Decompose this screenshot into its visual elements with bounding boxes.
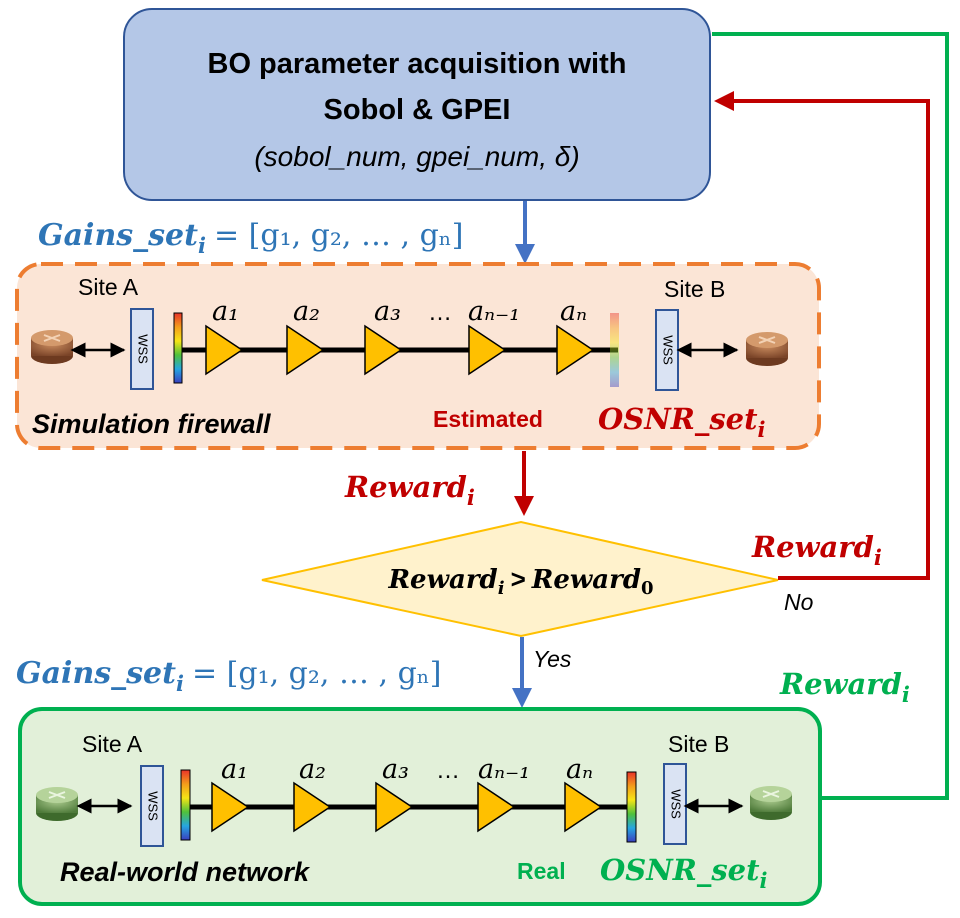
sim-amp-label-2: a₂ (293, 296, 320, 327)
bo-params: (sobol_num, gpei_num, δ) (254, 141, 579, 172)
sim-amp-ellipsis: … (428, 299, 452, 326)
real-panel-name: Real-world network (60, 857, 311, 887)
sim-amp-2 (286, 324, 325, 376)
real-amp-label-1: a₁ (221, 754, 248, 785)
sim-spectrum-b-estimated (610, 313, 619, 387)
sim-amp-label-1: a₁ (212, 296, 239, 327)
sim-site-a: Site A (78, 274, 139, 300)
real-site-b: Site B (668, 731, 729, 757)
sim-amp-4 (468, 324, 507, 376)
real-amp-1 (211, 781, 250, 833)
real-wss-a (140, 765, 164, 847)
branch-yes: Yes (533, 646, 572, 672)
bo-title-line2: Sobol & GPEI (324, 94, 511, 126)
reward-right-red: Rewardi (751, 530, 882, 570)
sim-amp-label-n: aₙ (560, 296, 587, 327)
sim-amp-1 (205, 324, 244, 376)
sim-router-b-icon (746, 332, 788, 366)
sim-osnr-set: OSNR_seti (598, 402, 766, 442)
real-osnr-set: OSNR_seti (600, 853, 768, 893)
reward-right-green: Rewardi (779, 667, 910, 707)
real-amp-label-n: aₙ (566, 754, 593, 785)
reward-mid: Rewardi (344, 470, 475, 510)
real-amp-label-n1: aₙ₋₁ (478, 754, 530, 785)
real-amp-label-2: a₂ (299, 754, 326, 785)
decision-condition: Rewardi>Reward0 (387, 564, 653, 599)
sim-amp-label-n1: aₙ₋₁ (468, 296, 520, 327)
real-router-a-icon (36, 787, 78, 821)
sim-osnr-prefix: Estimated (433, 406, 543, 432)
sim-panel (15, 262, 821, 450)
gains-set-bottom: Gains_seti= [g₁, g₂, … , gₙ] (16, 656, 441, 696)
sim-amplifiers (205, 324, 595, 376)
real-amplifiers (211, 781, 603, 833)
sim-amp-5 (556, 324, 595, 376)
sim-wss-a (130, 308, 154, 390)
real-feedback-line (712, 32, 949, 800)
real-amp-ellipsis: … (436, 757, 460, 784)
real-amp-4 (477, 781, 516, 833)
real-spectrum-a (180, 769, 191, 841)
real-router-b-icon (750, 786, 792, 820)
real-wss-a-label: WSS (146, 791, 161, 821)
branch-no: No (784, 589, 814, 615)
real-wss-b-label: WSS (669, 789, 684, 819)
sim-amp-label-3: a₃ (374, 296, 401, 327)
sim-panel-name: Simulation firewall (32, 409, 271, 439)
sim-spectrum-a (173, 312, 183, 384)
real-amp-5 (564, 781, 603, 833)
bo-box (123, 8, 711, 201)
no-feedback-line (714, 91, 930, 580)
sim-wss-b-label: WSS (661, 335, 676, 365)
real-osnr-prefix: Real (517, 858, 566, 884)
gains-set-top: Gains_seti= [g₁, g₂, … , gₙ] (38, 218, 463, 258)
sim-amp-3 (364, 324, 403, 376)
real-amp-2 (293, 781, 332, 833)
sim-router-a-icon (31, 330, 73, 364)
real-spectrum-b (626, 771, 637, 843)
sim-site-b: Site B (664, 276, 725, 302)
real-site-a: Site A (82, 731, 143, 757)
bo-title-line1: BO parameter acquisition with (208, 48, 627, 80)
real-amp-3 (375, 781, 414, 833)
sim-wss-a-label: WSS (136, 334, 151, 364)
real-amp-label-3: a₃ (382, 754, 409, 785)
